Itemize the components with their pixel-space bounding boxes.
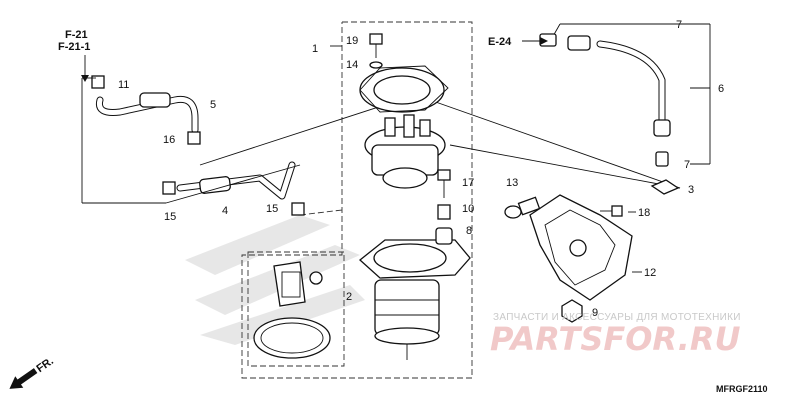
callout-15-right: 15 (266, 203, 278, 215)
ref-e24: E-24 (488, 36, 512, 48)
fuel-hose-4 (176, 161, 296, 200)
watermark-caption: ЗАПЧАСТИ И АКСЕССУАРЫ ДЛЯ МОТОТЕХНИКИ (493, 312, 741, 323)
callout-12: 12 (644, 267, 656, 279)
ref-f21: F-21 (65, 29, 88, 41)
fuel-hose-5 (95, 92, 199, 134)
clamp-3 (650, 179, 680, 195)
front-direction-arrow: FR. (9, 355, 56, 389)
callout-17: 17 (462, 177, 474, 189)
pump-lower-housing (358, 239, 471, 360)
callout-16: 16 (163, 134, 175, 146)
hose-clips (91, 75, 305, 216)
watermark-logo: PARTSFOR.RU (490, 320, 740, 358)
rubber-mount-8 (435, 227, 453, 245)
filter-kit (253, 261, 331, 359)
callout-7-bottom: 7 (684, 159, 690, 171)
watermark: ЗАПЧАСТИ И АКСЕССУАРЫ ДЛЯ МОТОТЕХНИКИ PA… (490, 312, 741, 358)
callout-19: 19 (346, 35, 358, 47)
callout-7-top: 7 (676, 19, 682, 31)
callout-14: 14 (346, 59, 358, 71)
callout-2: 2 (346, 291, 352, 303)
group-boundaries (241, 21, 473, 379)
pump-bracket-12 (517, 194, 633, 301)
callout-15-left: 15 (164, 211, 176, 223)
diagram-code: MFRGF2110 (716, 384, 768, 394)
pump-flange-gasket (359, 65, 449, 113)
direction-label: FR. (34, 355, 55, 375)
callout-8: 8 (466, 225, 472, 237)
pump-top-unit (364, 114, 446, 189)
callout-10: 10 (462, 203, 474, 215)
grommet-13 (504, 205, 522, 219)
hose-joint-7b (655, 151, 669, 167)
callout-1: 1 (312, 43, 318, 55)
callout-13: 13 (506, 177, 518, 189)
callout-3: 3 (688, 184, 694, 196)
fuel-feed-hose-6 (567, 35, 671, 137)
bolt-19 (369, 33, 383, 69)
bolt-17 (437, 169, 451, 198)
callout-4: 4 (222, 205, 228, 217)
ref-f21-1: F-21-1 (58, 41, 90, 53)
callout-11: 11 (118, 79, 129, 91)
leader-lines (81, 23, 711, 273)
nut-9 (561, 299, 583, 323)
callout-18: 18 (638, 207, 650, 219)
collar-10 (437, 204, 451, 220)
bolt-18 (600, 205, 623, 217)
callout-5: 5 (210, 99, 216, 111)
callout-9: 9 (592, 307, 598, 319)
callout-6: 6 (718, 83, 724, 95)
